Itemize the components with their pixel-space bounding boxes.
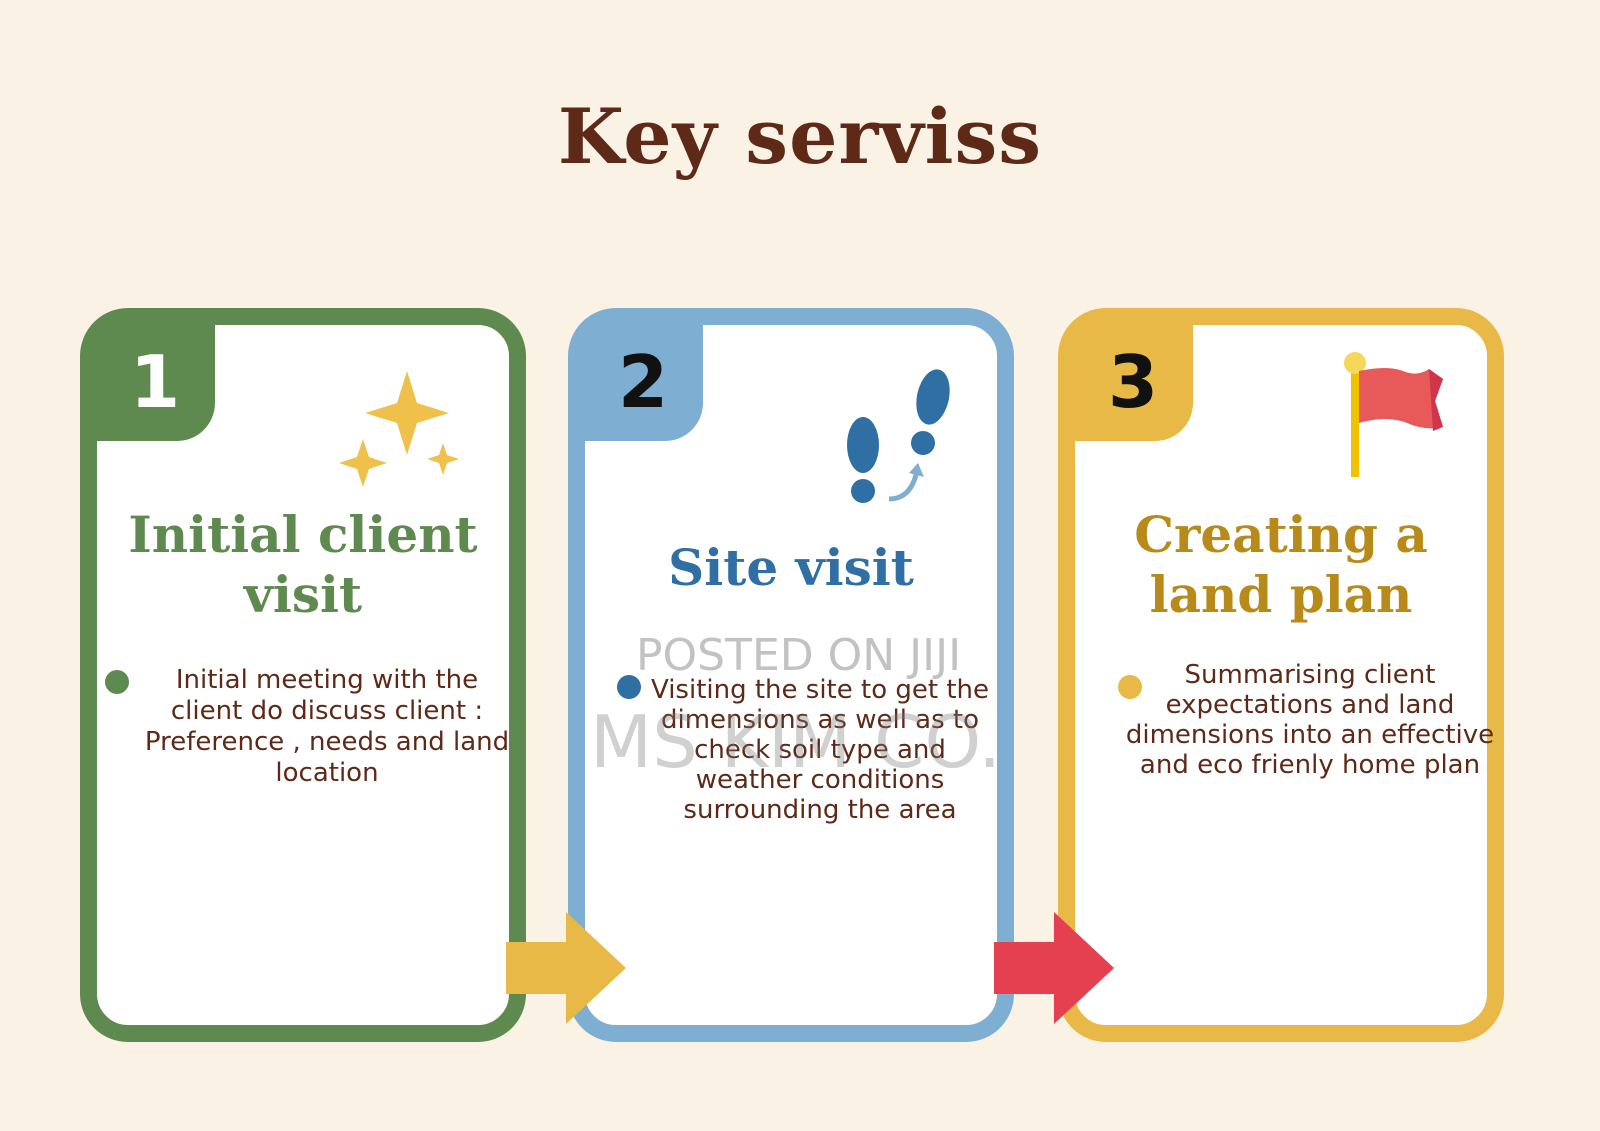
step-title-line: Creating a [1134,505,1428,564]
step-description: Visiting the site to get the dimensions … [650,675,990,825]
bullet-dot [105,670,129,694]
step-card-2: 2 Site visit Visiting the site to get th… [568,308,1014,1042]
flag-icon [1344,352,1443,477]
step-description: Initial meeting with the client do discu… [144,665,510,788]
step-title: Site visit [668,538,914,597]
step-title-line: visit [243,565,363,624]
step-title: Initial client visit [117,505,489,625]
step-description: Summarising client expectations and land… [1125,660,1495,780]
watermark-line-1: POSTED ON JIJI [636,630,962,681]
step-number-badge: 3 [1073,323,1193,441]
arrow-right-icon [994,912,1114,1024]
step-title-line: Initial client [128,505,478,564]
footsteps-icon [847,369,950,503]
step-title: Creating a land plan [1095,505,1467,625]
watermark-line-2: MS KIM CO. [590,700,1002,784]
step-card-3: 3 Creating a land plan Summarising clien… [1058,308,1504,1042]
bullet-dot [1118,675,1142,699]
arrow-right-icon [506,912,626,1024]
step-number-badge: 1 [95,323,215,441]
step-card-1: 1 Initial client visit Initial meeting w… [80,308,526,1042]
page-title: Key serviss [557,92,1043,181]
sparkles-icon [339,371,459,487]
step-title-line: land plan [1149,565,1413,624]
bullet-dot [617,675,641,699]
step-number-badge: 2 [583,323,703,441]
